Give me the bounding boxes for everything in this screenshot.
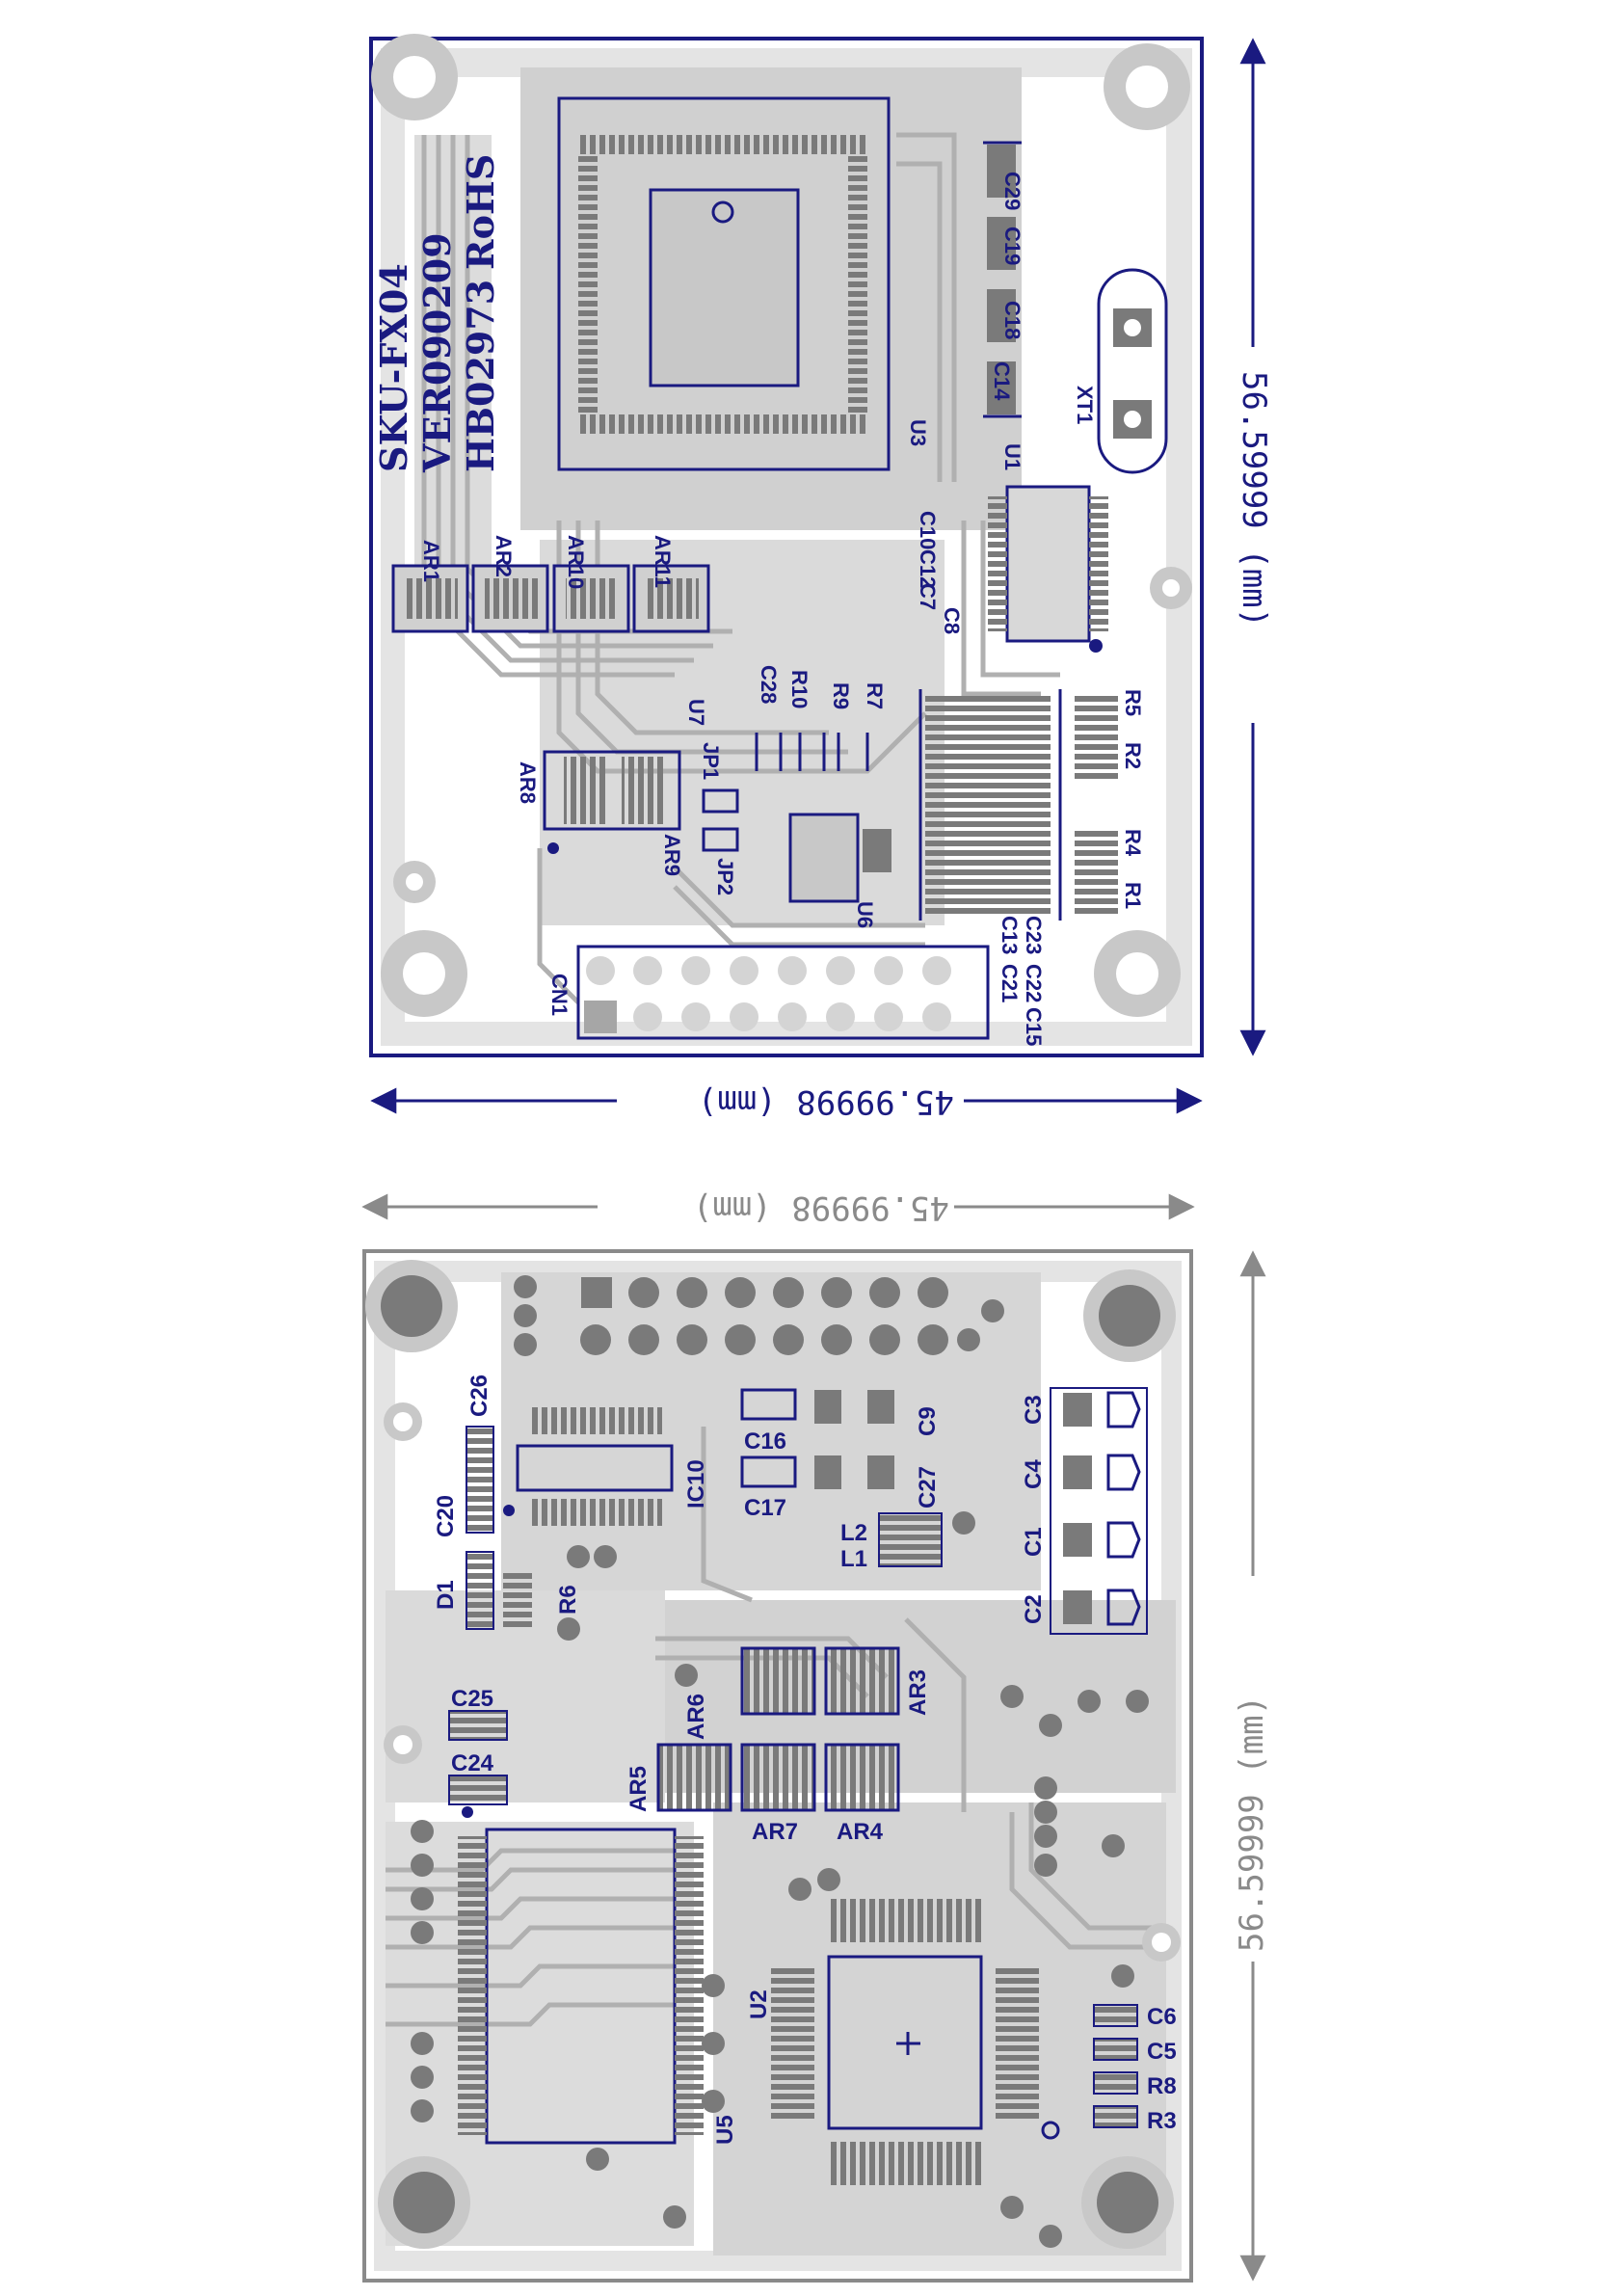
top-small-parts — [755, 733, 869, 771]
xt1-outline — [1097, 268, 1168, 474]
bottom-tantalum-caps — [1050, 1387, 1148, 1635]
label-c1: C1 — [1021, 1527, 1047, 1557]
label-u5: U5 — [712, 2115, 738, 2145]
label-r7: R7 — [863, 682, 887, 709]
marking-hb: HB02973 — [459, 280, 502, 472]
label-ar10: AR10 — [564, 535, 588, 589]
ar8-outline — [543, 750, 681, 831]
label-ar5: AR5 — [625, 1766, 652, 1812]
label-r8: R8 — [1147, 2073, 1177, 2099]
label-d1: D1 — [433, 1580, 459, 1610]
bottom-board: 45.99998 (mm) — [361, 1188, 1271, 2283]
label-u2: U2 — [746, 1989, 772, 2019]
u3-pin1-marker — [711, 200, 734, 224]
label-c22: C22 — [1022, 964, 1046, 1002]
label-r3: R3 — [1147, 2108, 1177, 2134]
label-c3: C3 — [1021, 1395, 1047, 1425]
label-l1: L1 — [840, 1546, 867, 1572]
label-c9: C9 — [915, 1406, 941, 1436]
top-board: SKU-FX04 VER090209 HB02973 RoHS U3 U1 XT… — [369, 34, 1273, 1121]
bottom-width-dimension: 45.99998 (mm) — [693, 1188, 949, 1227]
label-c2: C2 — [1021, 1594, 1047, 1624]
label-u6: U6 — [853, 901, 877, 928]
label-ar1: AR1 — [419, 540, 443, 582]
bottom-mid-caps — [740, 1388, 943, 1567]
bottom-height-dimension: 56.59999 (mm) — [1233, 1695, 1271, 1952]
label-r4: R4 — [1121, 829, 1145, 857]
marking-rohs: RoHS — [459, 154, 502, 270]
label-c13: C13 — [998, 916, 1022, 954]
label-u7: U7 — [684, 699, 708, 726]
label-ar6: AR6 — [683, 1694, 709, 1740]
cn1-header — [576, 945, 990, 1040]
u5 — [458, 1806, 704, 2145]
label-xt1: XT1 — [1073, 386, 1097, 424]
label-jp2: JP2 — [713, 858, 737, 895]
label-c28: C28 — [757, 665, 781, 704]
label-c18: C18 — [1000, 301, 1024, 339]
bottom-small-caps — [1093, 2004, 1138, 2128]
label-ar3: AR3 — [905, 1669, 931, 1716]
label-r9: R9 — [829, 682, 853, 709]
label-c27: C27 — [915, 1466, 941, 1508]
bottom-vias — [411, 1511, 1149, 2248]
label-c20: C20 — [433, 1495, 459, 1537]
bottom-resistor-arrays — [656, 1646, 900, 1812]
label-c24: C24 — [451, 1750, 494, 1776]
label-r5: R5 — [1121, 689, 1145, 716]
label-r10: R10 — [787, 670, 812, 708]
label-u1: U1 — [1000, 443, 1024, 470]
top-mounting-holes — [371, 34, 1192, 1017]
u2 — [771, 1899, 1060, 2185]
label-ic10: IC10 — [683, 1459, 709, 1508]
label-ar4: AR4 — [837, 1819, 884, 1845]
label-c15: C15 — [1022, 1007, 1046, 1046]
label-ar2: AR2 — [492, 535, 516, 577]
u6-outline — [788, 813, 860, 903]
label-c17: C17 — [744, 1495, 786, 1521]
label-r2: R2 — [1121, 742, 1145, 769]
label-c25: C25 — [451, 1686, 493, 1712]
marking-sku: SKU-FX04 — [372, 263, 415, 472]
u3-die — [649, 188, 800, 387]
label-c5: C5 — [1147, 2039, 1177, 2065]
label-r6: R6 — [555, 1585, 581, 1615]
bottom-header-pads — [514, 1275, 1004, 1356]
label-u3: U3 — [906, 419, 930, 446]
label-c7: C7 — [916, 583, 940, 610]
label-ar11: AR11 — [651, 535, 675, 588]
label-cn1: CN1 — [547, 974, 572, 1016]
label-c19: C19 — [1000, 227, 1024, 265]
top-height-dimension: 56.59999 (mm) — [1235, 371, 1273, 627]
label-c21: C21 — [998, 964, 1022, 1002]
label-c16: C16 — [744, 1428, 786, 1455]
label-ar8: AR8 — [516, 761, 540, 804]
label-c10: C10 — [916, 511, 940, 549]
u3-outline — [557, 96, 891, 471]
label-c12: C12 — [916, 549, 940, 588]
u1-outline — [1005, 485, 1091, 643]
label-c23: C23 — [1022, 916, 1046, 954]
label-c4: C4 — [1021, 1459, 1047, 1489]
label-c26: C26 — [466, 1375, 492, 1417]
top-cap-bank — [918, 689, 1118, 921]
ic10 — [503, 1407, 674, 1526]
label-c29: C29 — [1000, 172, 1024, 210]
label-c14: C14 — [990, 361, 1014, 401]
marking-version: VER090209 — [415, 232, 459, 473]
label-jp1: JP1 — [699, 742, 723, 780]
top-cap-column — [983, 141, 1022, 418]
label-c6: C6 — [1147, 2004, 1177, 2030]
label-r1: R1 — [1121, 882, 1145, 909]
top-width-dimension: 45.99998 (mm) — [698, 1082, 954, 1121]
top-resistor-arrays — [391, 564, 710, 633]
label-ar7: AR7 — [752, 1819, 798, 1845]
label-c8: C8 — [940, 607, 964, 634]
bottom-mounting-holes — [365, 1260, 1181, 2249]
top-traces — [421, 132, 1060, 1004]
label-ar9: AR9 — [660, 834, 684, 876]
label-l2: L2 — [840, 1520, 867, 1546]
